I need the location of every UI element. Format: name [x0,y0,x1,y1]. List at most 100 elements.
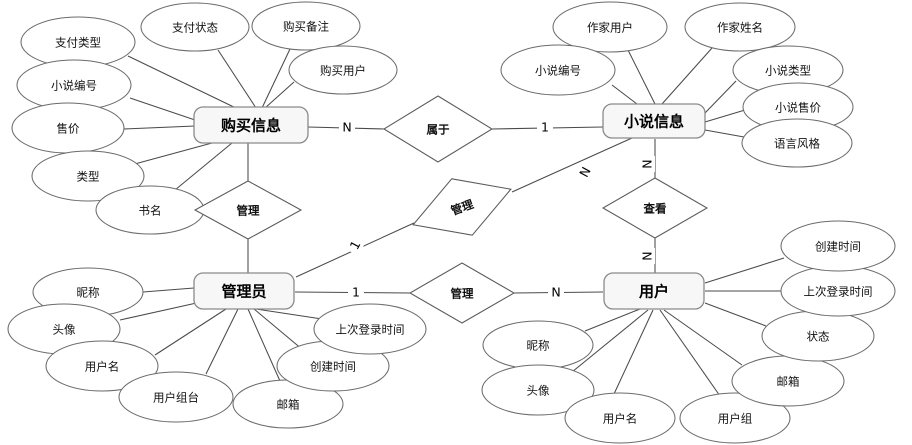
connector-line [627,49,656,105]
entity-node-novel[interactable]: 小说信息 [602,103,706,139]
entity-box [602,103,706,139]
attribute-node[interactable]: 售价 [11,102,125,154]
connector-line [253,308,304,351]
connector-line [661,47,713,105]
attribute-ellipse [500,44,616,96]
attribute-label: 邮箱 [277,398,300,412]
cardinality-backdrop [537,119,553,135]
attributes-layer: 支付类型支付状态购买备注购买用户小说编号售价类型书名作家用户作家姓名小说编号小说… [7,1,896,444]
cardinality-marker: 1 [344,234,366,256]
attribute-node[interactable]: 类型 [31,150,145,202]
connector-line [659,309,721,397]
attribute-node[interactable]: 小说编号 [16,59,132,111]
attribute-ellipse [31,150,145,202]
connector-line [123,125,196,130]
connector-line [217,49,257,109]
attribute-node[interactable]: 支付状态 [140,2,250,52]
attribute-node[interactable]: 小说类型 [732,45,844,95]
attribute-node[interactable]: 支付类型 [20,16,136,68]
cardinality-marker: N [339,119,355,135]
attribute-node[interactable]: 邮箱 [731,355,845,407]
attribute-label: 小说编号 [51,79,97,93]
relationships-layer: 属于管理管理查看管理 [193,95,709,324]
attribute-label: 昵称 [77,286,100,300]
relationship-node[interactable]: 管理 [403,161,521,253]
connector-line [584,308,641,332]
attribute-label: 用户组 [718,412,753,426]
relationship-diamond [601,177,709,239]
relationship-diamond [412,178,512,236]
cardinality-label: N [640,251,655,260]
attribute-node[interactable]: 创建时间 [780,220,896,272]
connector-line [205,308,239,375]
attribute-label: 头像 [527,384,550,398]
attribute-ellipse [684,2,796,52]
relationship-diamond [408,262,516,324]
attribute-label: 昵称 [527,339,550,353]
entity-node-admin[interactable]: 管理员 [193,272,295,310]
attribute-node[interactable]: 用户名 [564,392,676,444]
attribute-node[interactable]: 作家用户 [552,1,668,53]
attribute-label: 购买备注 [283,20,329,34]
attribute-ellipse [251,1,361,51]
entity-node-user[interactable]: 用户 [603,272,705,310]
attribute-ellipse [564,392,676,444]
attribute-label: 小说类型 [765,64,811,78]
attribute-node[interactable]: 昵称 [482,320,594,370]
cardinality-label: N [551,285,560,300]
attribute-label: 支付类型 [55,36,101,50]
connector-line [129,97,196,121]
attribute-label: 书名 [139,204,162,218]
attribute-node[interactable]: 语言风格 [741,118,853,168]
attribute-node[interactable]: 头像 [481,364,595,416]
entity-box [193,272,295,310]
cardinality-label: N [342,120,351,135]
attribute-node[interactable]: 用户组 [679,392,791,444]
attribute-node[interactable]: 用户名 [45,340,159,392]
cardinality-marker: 1 [348,284,364,300]
cardinality-backdrop [548,284,564,300]
attribute-node[interactable]: 邮箱 [232,379,344,429]
attribute-node[interactable]: 上次登录时间 [313,303,427,355]
relationship-diamond [382,95,494,163]
relationship-node[interactable]: 查看 [601,177,709,239]
attribute-label: 购买用户 [320,64,366,78]
attribute-node[interactable]: 书名 [95,185,205,235]
cardinality-label: 1 [541,120,549,135]
connector-line [247,308,281,382]
entity-label: 用户 [639,283,669,301]
attribute-node[interactable]: 状态 [761,310,875,362]
relationship-node[interactable]: 管理 [193,180,303,240]
attribute-node[interactable]: 购买用户 [288,45,398,95]
attribute-ellipse [288,45,398,95]
attribute-node[interactable]: 小说编号 [500,44,616,96]
connector-line [127,55,241,111]
attribute-node[interactable]: 作家姓名 [684,2,796,52]
attribute-label: 用户组台 [153,391,199,405]
attribute-ellipse [118,371,234,423]
connector-line [261,48,291,109]
entity-node-purchase[interactable]: 购买信息 [193,106,309,144]
connector-line [613,309,654,395]
attribute-label: 状态 [807,330,830,344]
entity-label: 小说信息 [624,113,684,131]
attribute-node[interactable]: 用户组台 [118,371,234,423]
cardinality-backdrop [639,248,655,264]
attribute-label: 作家用户 [587,21,633,35]
attribute-ellipse [140,2,250,52]
attribute-label: 售价 [57,122,80,136]
attribute-node[interactable]: 购买备注 [251,1,361,51]
relationship-node[interactable]: 属于 [382,95,494,163]
cardinality-label: 1 [352,285,360,300]
relationship-label: 查看 [643,202,667,216]
attribute-label: 创建时间 [310,360,356,374]
entity-box [193,106,309,144]
relationship-diamond [193,180,303,240]
attribute-node[interactable]: 上次登录时间 [780,265,896,317]
attribute-ellipse [741,118,853,168]
attribute-ellipse [552,1,668,53]
relationship-node[interactable]: 管理 [408,262,516,324]
